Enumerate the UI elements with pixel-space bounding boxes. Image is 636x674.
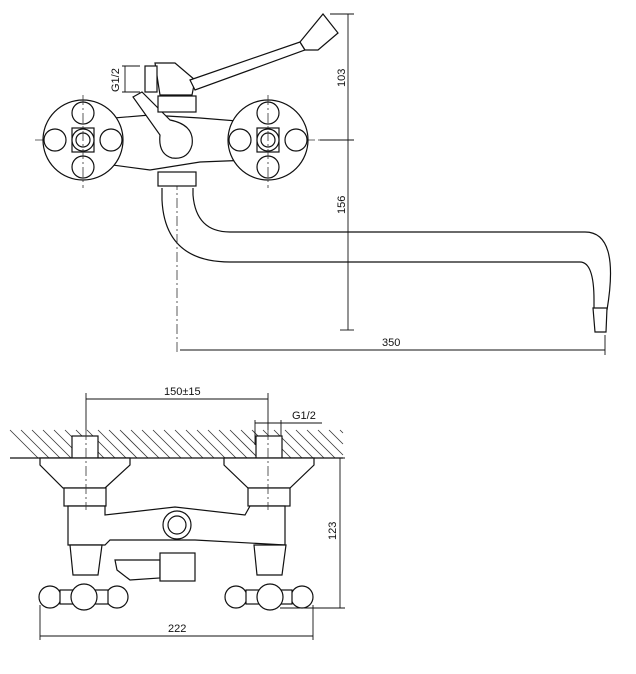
hatch-line [174, 429, 204, 459]
hatch-line [273, 429, 303, 459]
diverter-lever [132, 91, 193, 159]
hatch-line [119, 429, 149, 459]
hatch-line [31, 429, 61, 459]
hatch-line [218, 429, 248, 459]
hatch-line [284, 429, 314, 459]
hatch-line [306, 429, 336, 459]
hatch-line [20, 429, 50, 459]
hatch-line [108, 429, 138, 459]
hatch-line [141, 429, 171, 459]
hatch-line [317, 429, 344, 456]
dim-222: 222 [168, 623, 186, 635]
hatch-line [229, 429, 259, 459]
dim-103: 103 [336, 69, 348, 87]
hatch-line [339, 429, 344, 434]
dim-123: 123 [327, 522, 339, 540]
hatch-line [152, 429, 182, 459]
hatch-line [9, 429, 39, 459]
thread-label-top: G1/2 [110, 68, 122, 92]
hatch-line [207, 429, 237, 459]
thread-label-front: G1/2 [292, 410, 316, 422]
hatch-line [185, 429, 215, 459]
right-cross-handle [227, 95, 309, 188]
dim-350: 350 [382, 337, 400, 349]
top-view: G1/2 103 156 350 [35, 13, 612, 355]
wall-hatch [9, 429, 344, 459]
front-right-handle [224, 583, 314, 611]
left-cross-handle [42, 95, 124, 188]
dim-156: 156 [336, 196, 348, 214]
hatch-line [196, 429, 226, 459]
dim-150-15: 150±15 [164, 386, 201, 398]
hatch-line [163, 429, 193, 459]
hatch-line [328, 429, 344, 445]
long-lever [189, 41, 306, 91]
hatch-line [86, 429, 116, 459]
front-view: 150±15 G1/2 123 222 [9, 386, 345, 640]
hatch-line [97, 429, 127, 459]
front-left-handle [38, 583, 129, 611]
hatch-line [130, 429, 160, 459]
hatch-line [42, 429, 72, 459]
hatch-line [295, 429, 325, 459]
spout [161, 188, 612, 311]
